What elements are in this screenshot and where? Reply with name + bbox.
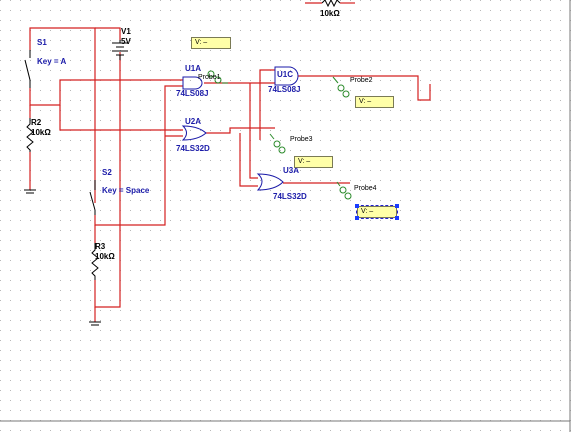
- v1-value: 5V: [121, 37, 131, 46]
- wire-to-u2a-in1: [59, 105, 183, 131]
- selection-handle-br[interactable]: [395, 216, 399, 220]
- u2a-part: 74LS32D: [176, 144, 210, 153]
- u1c-ref: U1C: [277, 70, 294, 79]
- probe4-label: Probe4: [354, 185, 377, 192]
- wire-u2a-to-u3a: [239, 133, 258, 187]
- probe1-symbol[interactable]: [207, 70, 228, 84]
- v1-battery[interactable]: [112, 40, 128, 60]
- wire-u1c-in1: [259, 69, 275, 140]
- r2-ref: R2: [31, 118, 42, 127]
- u1c-part: 74LS08J: [268, 85, 301, 94]
- selection-handle-tl[interactable]: [355, 204, 359, 208]
- wire-vcc-to-v1: [95, 27, 121, 40]
- u3a-or-gate[interactable]: [256, 173, 284, 191]
- probe3-symbol[interactable]: [269, 133, 286, 154]
- s2-ref: S2: [102, 168, 112, 177]
- u1a-part: 74LS08J: [176, 89, 209, 98]
- r3-value: 10kΩ: [95, 252, 115, 261]
- u1a-and-gate[interactable]: [182, 76, 203, 90]
- r3-ref: R3: [95, 242, 106, 251]
- wires: [29, 2, 431, 322]
- probe4-symbol[interactable]: [336, 181, 352, 200]
- wire-s2-to-u1a: [94, 85, 183, 226]
- u2a-or-gate[interactable]: [181, 125, 207, 141]
- u1c-and-gate[interactable]: [274, 66, 299, 86]
- v1-ref: V1: [121, 27, 131, 36]
- s1-switch[interactable]: [24, 50, 31, 88]
- probe1-readout[interactable]: V: –: [191, 37, 231, 49]
- u2a-ref: U2A: [185, 117, 202, 126]
- s2-switch[interactable]: [89, 180, 96, 215]
- selection-handle-bl[interactable]: [355, 216, 359, 220]
- r2-value: 10kΩ: [31, 128, 51, 137]
- wire-r3-loop: [94, 52, 121, 308]
- probe1-label: Probe1: [198, 74, 221, 81]
- r2-resistor[interactable]: [26, 118, 34, 152]
- u3a-part: 74LS32D: [273, 192, 307, 201]
- wire-to-u1a-in1: [38, 79, 183, 106]
- probe4-readout-selected[interactable]: V: –: [356, 205, 398, 219]
- top-resistor-value: 10kΩ: [320, 9, 340, 18]
- probe3-label: Probe3: [290, 136, 313, 143]
- r3-ground-symbol: [89, 321, 101, 326]
- u3a-ref: U3A: [283, 166, 300, 175]
- probe2-label: Probe2: [350, 77, 373, 84]
- r2-ground-symbol: [24, 189, 36, 194]
- probe2-readout[interactable]: V: –: [355, 96, 394, 108]
- r3-resistor[interactable]: [91, 243, 99, 280]
- s2-key: Key = Space: [102, 186, 150, 195]
- s1-ref: S1: [37, 38, 47, 47]
- s1-key: Key = A: [37, 57, 67, 66]
- wire-u1a-to-u3a-in2: [249, 140, 258, 179]
- probe2-symbol[interactable]: [332, 76, 350, 98]
- selection-handle-tr[interactable]: [395, 204, 399, 208]
- wire-u1c-out: [298, 75, 431, 101]
- wire-u2a-out: [206, 127, 275, 134]
- probe3-readout[interactable]: V: –: [294, 156, 333, 168]
- wire-vcc-rail: [29, 27, 96, 203]
- u1a-ref: U1A: [185, 64, 202, 73]
